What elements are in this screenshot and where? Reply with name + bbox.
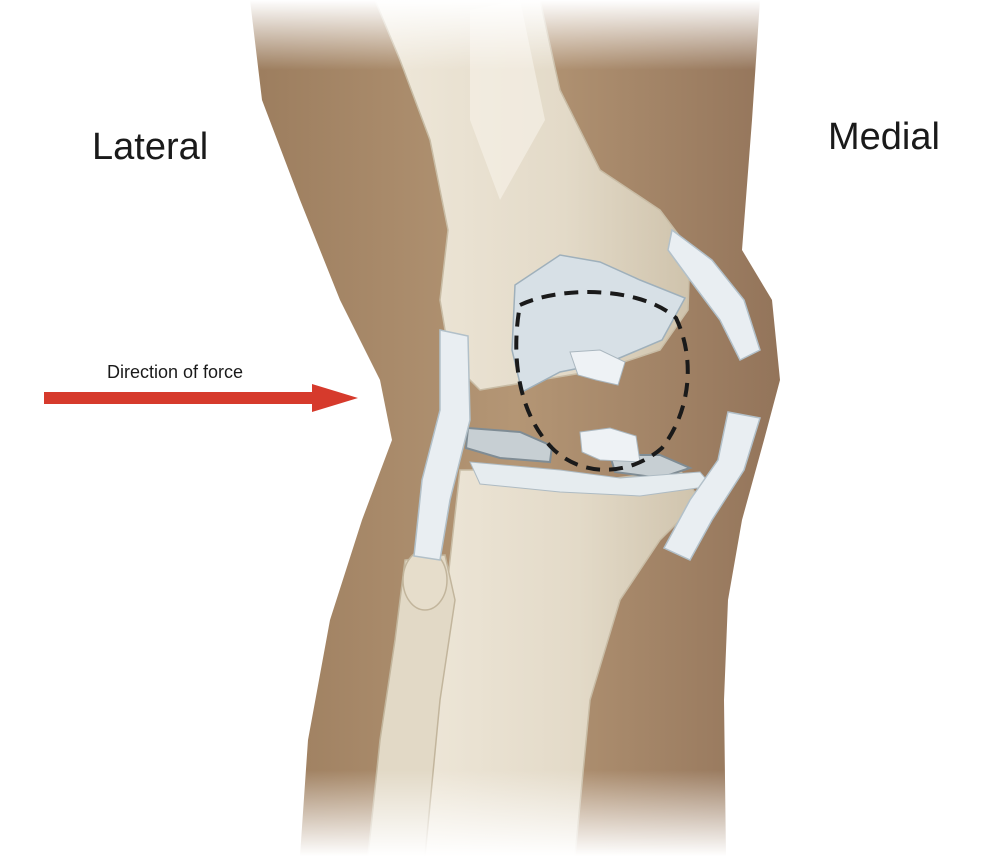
force-arrow-icon: [44, 384, 358, 412]
medial-collateral-ligament: [662, 411, 761, 561]
injury-zone-circle: [514, 290, 690, 472]
lateral-label: Lateral: [92, 126, 209, 168]
medial-label: Medial: [828, 116, 940, 158]
torn-ligament-upper: [569, 349, 626, 386]
force-direction-label: Direction of force: [107, 362, 244, 382]
medial-ligament-upper: [667, 228, 761, 362]
femoral-cartilage: [511, 254, 687, 394]
lateral-meniscus: [464, 426, 554, 464]
lateral-collateral-ligament: [413, 329, 471, 561]
